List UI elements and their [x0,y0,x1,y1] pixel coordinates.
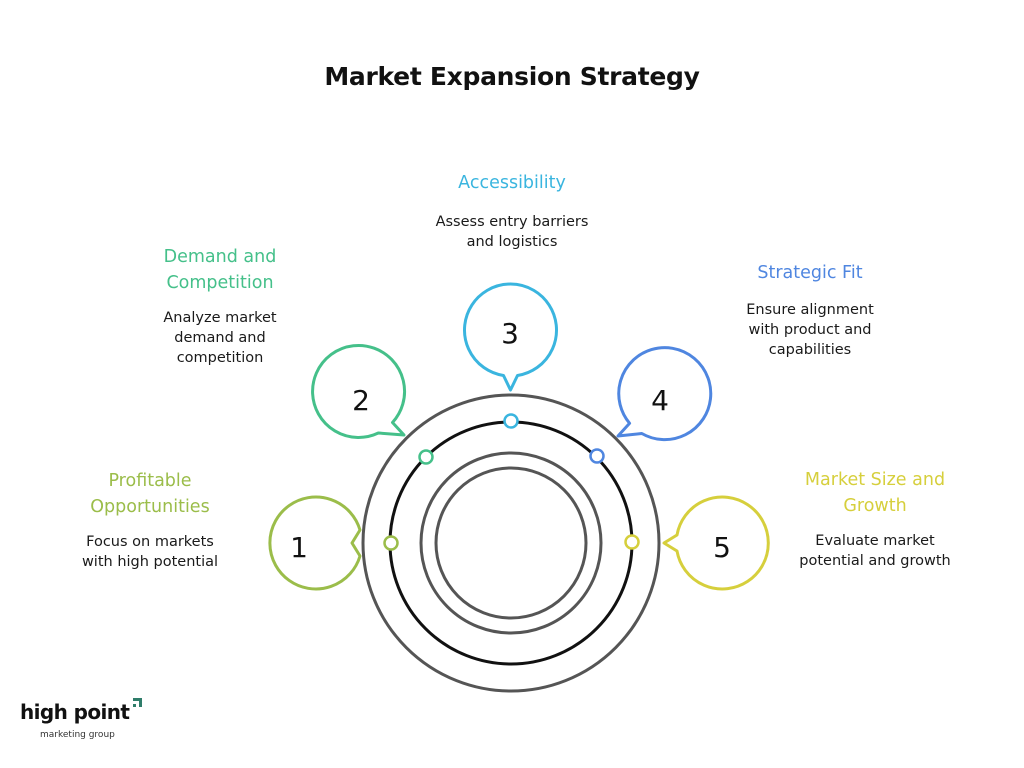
step-3-heading: Accessibility [400,170,624,196]
step-2-heading: Demand and Competition [125,244,315,296]
step-2-node [418,449,434,465]
step-1-description: Focus on markets with high potential [60,532,240,572]
step-3-heading-line: Accessibility [458,173,566,193]
step-4-desc-line: with product and [748,322,872,338]
step-4-desc-line: capabilities [768,342,852,358]
step-2-heading-line: Competition [166,273,274,293]
step-3-description: Assess entry barriers and logistics [400,212,624,252]
step-1-bubble-outline [268,495,362,591]
step-5-label: Market Size and Growth Evaluate market p… [770,467,980,571]
step-5-bubble-outline [662,495,770,591]
step-3-bubble-outline [463,282,558,392]
step-2-number: 2 [352,384,370,417]
step-5-number: 5 [713,531,731,564]
logo-arrow-icon [133,698,142,707]
step-5-desc-line: Evaluate market [815,533,935,549]
step-5-desc-line: potential and growth [799,553,951,569]
step-1-heading-line: Opportunities [90,497,210,517]
step-4-bubble: 4 [616,346,713,442]
step-5-node [624,534,640,550]
step-4-description: Ensure alignment with product and capabi… [710,300,910,360]
step-4-bubble-outline [616,346,713,442]
step-5-description: Evaluate market potential and growth [770,531,980,571]
step-4-label: Strategic Fit Ensure alignment with prod… [710,260,910,360]
step-2-desc-line: Analyze market [163,310,277,326]
step-1-number: 1 [290,531,308,564]
page-title: Market Expansion Strategy [324,62,700,91]
step-1-bubble: 1 [268,495,362,591]
step-4-number: 4 [651,384,669,417]
step-4-desc-line: Ensure alignment [746,302,874,318]
step-5-heading-line: Growth [843,496,907,516]
step-5-heading-line: Market Size and [804,470,946,490]
step-2-bubble: 2 [311,343,407,439]
step-4-heading: Strategic Fit [710,260,910,286]
step-5-bubble: 5 [662,495,770,591]
company-logo: high point marketing group [20,698,160,750]
step-1-desc-line: with high potential [81,554,219,570]
step-1-node [383,535,399,551]
step-2-label: Demand and Competition Analyze market de… [125,244,315,368]
step-2-heading-line: Demand and [163,247,277,267]
middle-ring [419,451,603,635]
step-3-desc-line: Assess entry barriers [435,214,589,230]
step-1-desc-line: Focus on markets [86,534,214,550]
step-5-heading: Market Size and Growth [770,467,980,519]
step-1-heading: Profitable Opportunities [60,468,240,520]
logo-tagline: marketing group [40,730,115,740]
step-3-label: Accessibility Assess entry barriers and … [400,170,624,252]
logo-wordmark: high point [20,700,130,724]
step-3-desc-line: and logistics [466,234,558,250]
step-1-label: Profitable Opportunities Focus on market… [60,468,240,572]
step-4-heading-line: Strategic Fit [757,263,863,283]
step-4-node [589,448,605,464]
step-2-desc-line: demand and [174,330,266,346]
step-3-number: 3 [501,317,519,350]
outer-ring [361,393,661,693]
step-2-bubble-outline [311,343,407,439]
step-1-heading-line: Profitable [108,471,192,491]
step-3-bubble: 3 [463,282,558,392]
inner-ring [434,466,588,620]
step-2-description: Analyze market demand and competition [125,308,315,368]
step-3-node [503,413,519,429]
step-2-desc-line: competition [176,350,264,366]
